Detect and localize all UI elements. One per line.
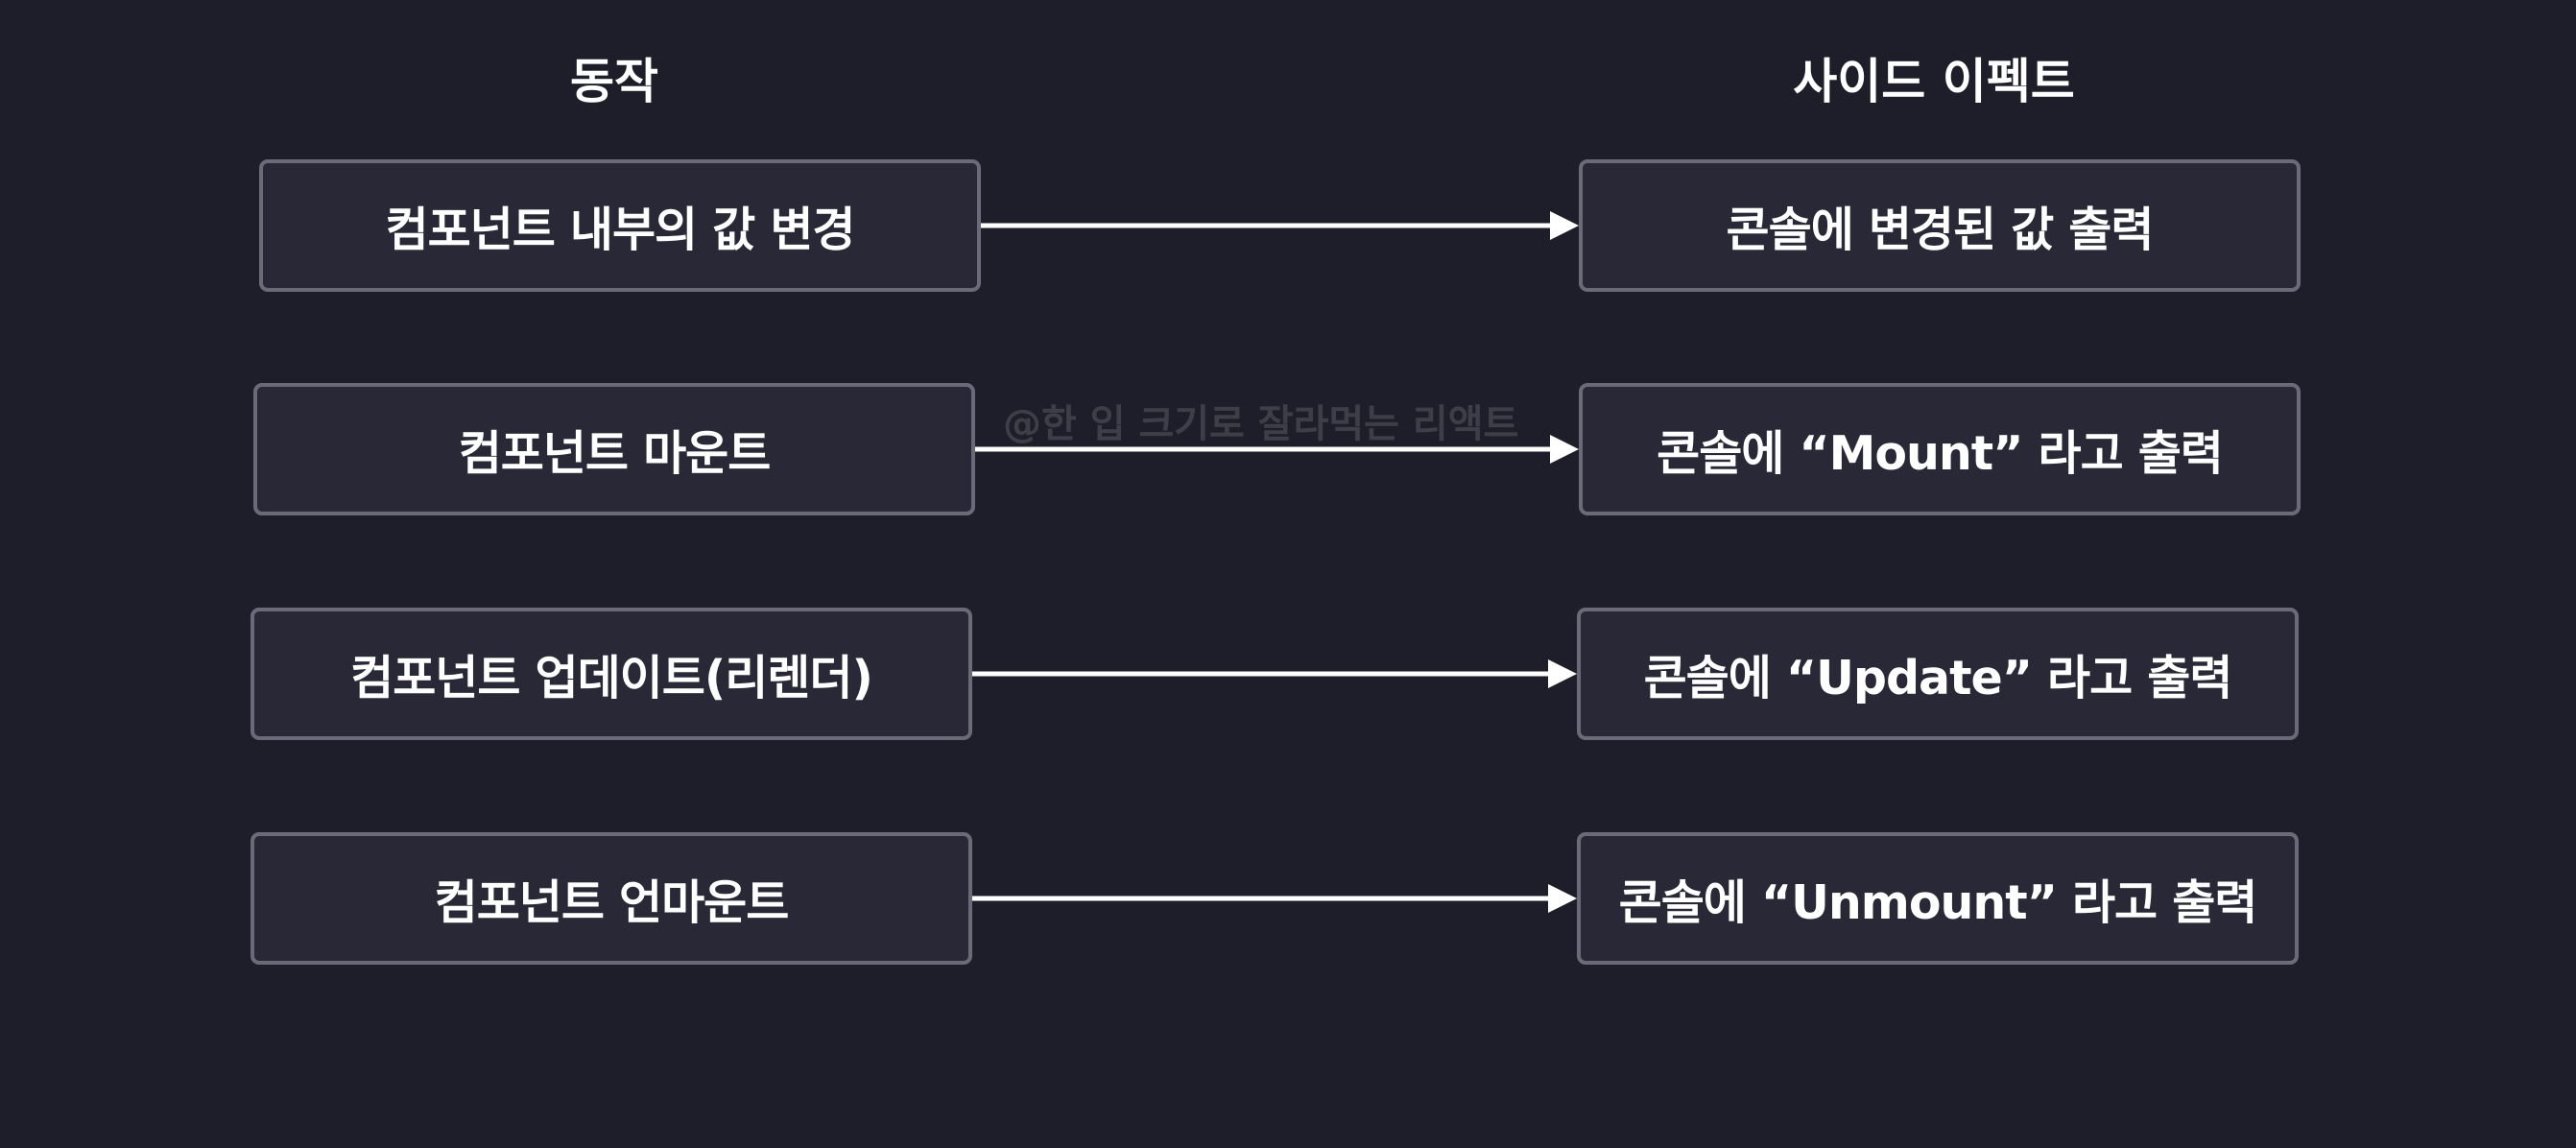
effect-box-update: 콘솔에 “Update” 라고 출력 xyxy=(1577,608,2299,740)
action-box-mount: 컴포넌트 마운트 xyxy=(253,383,975,515)
effect-label: 콘솔에 “Mount” 라고 출력 xyxy=(1657,425,2224,481)
effect-label: 콘솔에 변경된 값 출력 xyxy=(1726,202,2155,257)
arrow-unmount xyxy=(972,884,1577,913)
action-label: 컴포넌트 내부의 값 변경 xyxy=(385,202,856,257)
effect-box-value-change: 콘솔에 변경된 값 출력 xyxy=(1579,159,2301,292)
action-box-unmount: 컴포넌트 언마운트 xyxy=(250,832,972,965)
effect-label: 콘솔에 “Unmount” 라고 출력 xyxy=(1618,874,2258,930)
effect-box-mount: 콘솔에 “Mount” 라고 출력 xyxy=(1579,383,2301,515)
header-action: 동작 xyxy=(570,54,658,109)
arrow-value-change xyxy=(981,211,1579,240)
watermark: @한 입 크기로 잘라먹는 리액트 xyxy=(1003,402,1519,446)
effect-box-unmount: 콘솔에 “Unmount” 라고 출력 xyxy=(1577,832,2299,965)
action-box-update: 컴포넌트 업데이트(리렌더) xyxy=(250,608,972,740)
action-label: 컴포넌트 업데이트(리렌더) xyxy=(350,650,873,706)
action-label: 컴포넌트 언마운트 xyxy=(434,874,790,930)
action-label: 컴포넌트 마운트 xyxy=(458,425,772,481)
header-side-effect: 사이드 이펙트 xyxy=(1793,54,2075,109)
action-box-value-change: 컴포넌트 내부의 값 변경 xyxy=(259,159,981,292)
effect-label: 콘솔에 “Update” 라고 출력 xyxy=(1643,650,2233,706)
arrow-update xyxy=(972,659,1577,688)
